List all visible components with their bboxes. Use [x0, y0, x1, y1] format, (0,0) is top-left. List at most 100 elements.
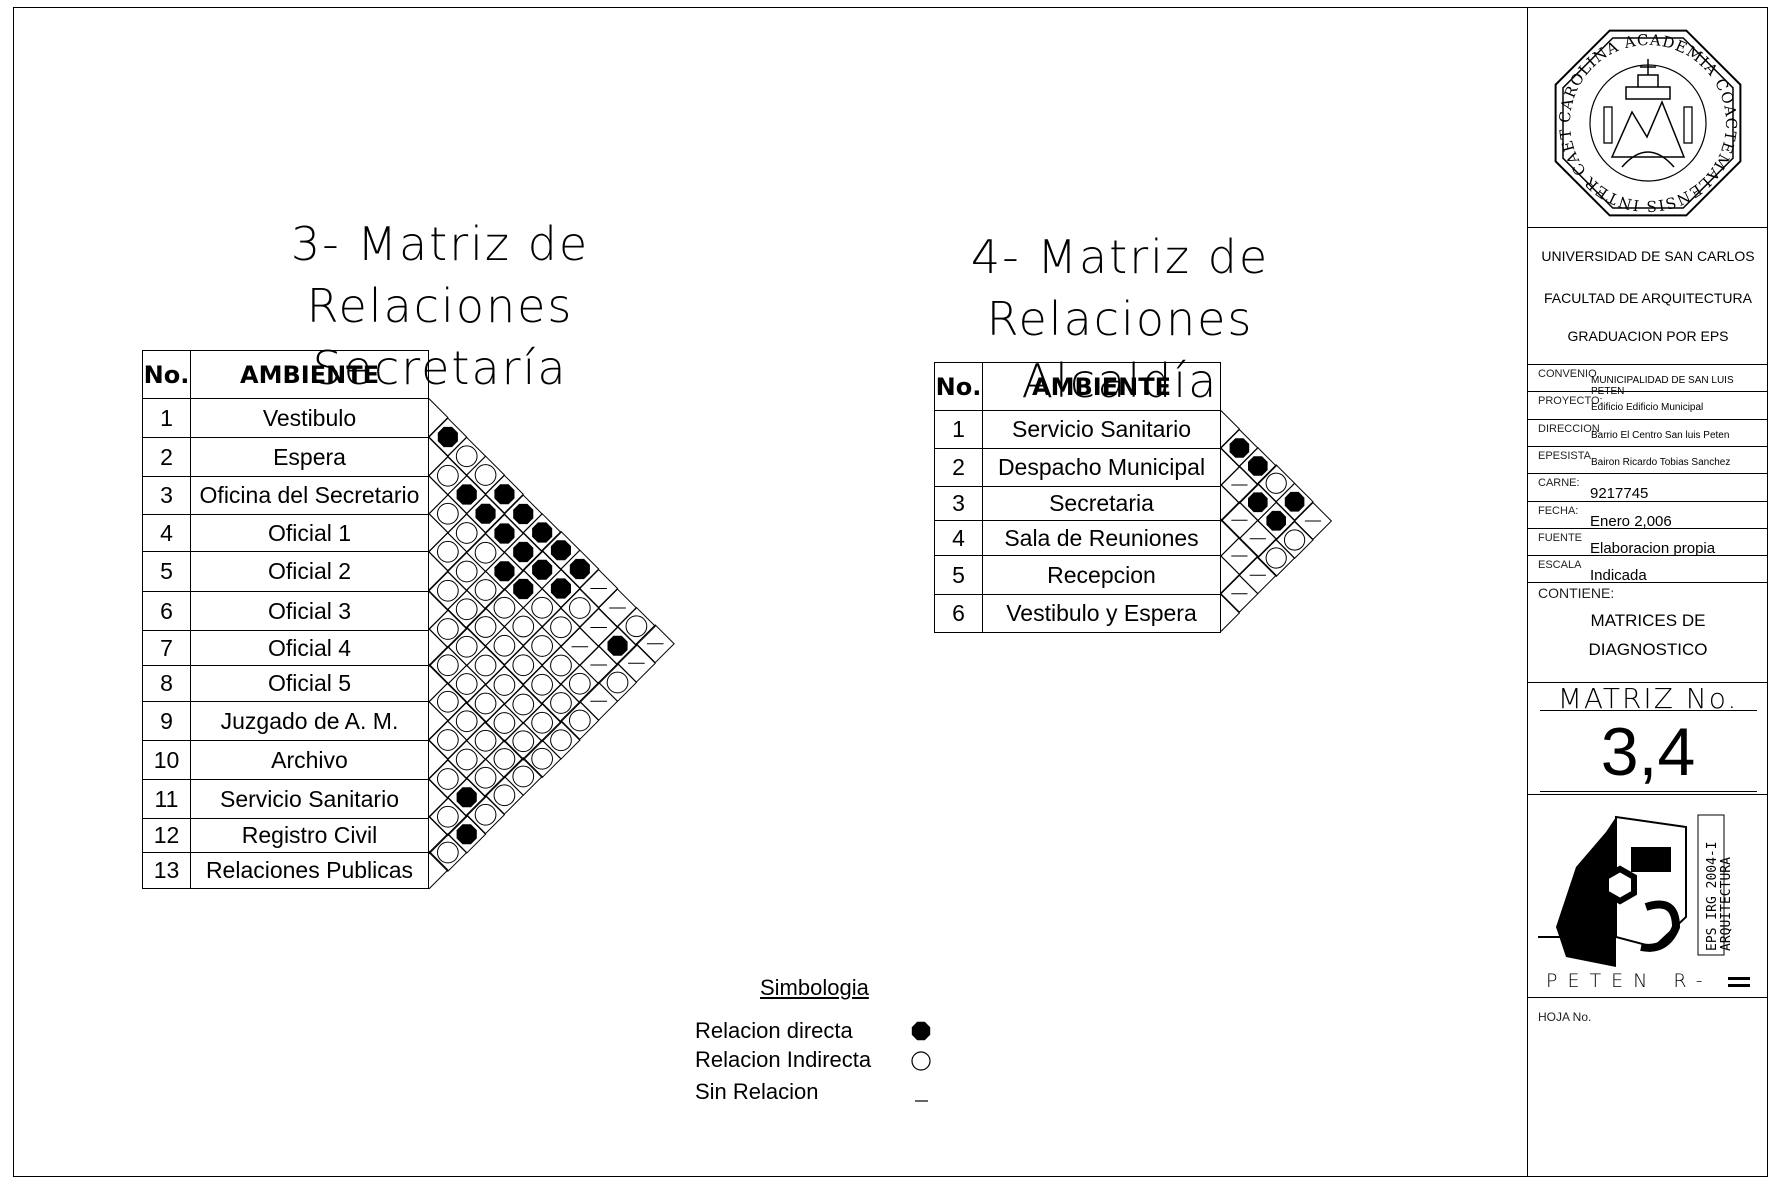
indirect-relation-symbol: [474, 766, 497, 789]
direct-relation-symbol: [1284, 491, 1305, 512]
indirect-relation-symbol: [455, 445, 478, 468]
indirect-relation-symbol: [531, 596, 553, 619]
field-label: FUENTE: [1538, 531, 1582, 544]
direct-relation-symbol: [1248, 492, 1268, 513]
grid-edge: [428, 701, 449, 740]
indirect-relation-symbol: [436, 502, 459, 525]
indirect-relation-symbol: [474, 464, 497, 486]
row-number: 2: [934, 448, 983, 487]
row-number: 9: [142, 701, 191, 741]
indirect-relation-symbol: [493, 596, 516, 619]
grid-edge: [428, 779, 449, 818]
indirect-relation-symbol: [1283, 529, 1306, 551]
row-number: 8: [142, 665, 191, 702]
grid-edge: [428, 815, 449, 855]
logo-caption: PETEN R-: [1546, 970, 1713, 992]
row-ambiente: Oficial 4: [190, 630, 429, 666]
grid-edge: [1220, 410, 1241, 448]
direct-relation-symbol: [513, 578, 534, 600]
indirect-relation-symbol: [474, 692, 497, 715]
field-value: Elaboracion propia: [1590, 539, 1716, 557]
indirect-relation-symbol: [474, 616, 497, 638]
row-number: 1: [934, 410, 983, 449]
field-value: Indicada: [1590, 567, 1647, 585]
direct-relation-symbol: [532, 559, 553, 580]
indirect-relation-symbol: [455, 522, 478, 544]
direct-relation-symbol: [532, 522, 553, 543]
row-number: 4: [934, 520, 983, 556]
logo-side-text-1: EPS IRG 2004-I: [1705, 841, 1720, 951]
matrix3-title-line1: 3- Matriz de Relaciones: [290, 217, 590, 333]
indirect-relation-symbol: [531, 673, 553, 696]
matrix4-title-line1: 4- Matriz de Relaciones: [970, 230, 1270, 346]
row-ambiente: Espera: [190, 437, 429, 477]
direct-relation-symbol: [1229, 438, 1250, 458]
contains-label: CONTIENE:: [1538, 585, 1615, 601]
grid-edge: [1220, 594, 1241, 632]
indirect-relation-symbol: [1265, 472, 1287, 494]
indirect-relation-symbol: [531, 635, 553, 657]
field-value: Enero 2,006: [1590, 512, 1672, 530]
matrix-number-label: MATRIZ No.: [1557, 682, 1739, 715]
indirect-relation-symbol: [455, 560, 478, 583]
indirect-relation-symbol: [455, 635, 478, 658]
indirect-relation-symbol: [550, 616, 572, 639]
row-number: 13: [142, 852, 191, 889]
row-ambiente: Archivo: [190, 740, 429, 780]
matrix4-header-row: No. AMBIENTE: [934, 362, 1221, 411]
indirect-relation-symbol: [493, 748, 516, 770]
direct-relation-symbol: [1248, 456, 1268, 476]
direct-relation-symbol: [437, 426, 458, 448]
indirect-relation-symbol: [436, 654, 459, 677]
legend-label-direct: Relacion directa: [695, 1018, 853, 1043]
indirect-relation-symbol: [512, 765, 535, 788]
eps-logo: EPS IRG 2004-I ARQUITECTURA: [1538, 814, 1734, 967]
row-number: 5: [142, 551, 191, 592]
direct-relation-symbol: [1266, 510, 1286, 531]
indirect-relation-symbol: [625, 615, 648, 638]
indirect-relation-symbol: [550, 654, 572, 677]
indirect-relation-symbol: [1265, 547, 1287, 569]
indirect-relation-symbol: [436, 805, 459, 828]
grid-edge: [428, 591, 449, 630]
indirect-relation-symbol: [512, 615, 535, 638]
indirect-relation-symbol: [436, 841, 459, 864]
indirect-relation-symbol: [455, 598, 478, 621]
sheet-number-label: HOJA No.: [1538, 1010, 1592, 1024]
grid-edge: [428, 437, 449, 476]
grid-cell: [1257, 538, 1296, 578]
direct-relation-symbol: [456, 787, 477, 808]
row-ambiente: Oficial 1: [190, 514, 429, 552]
indirect-relation-symbol: [512, 693, 535, 716]
university-seal: CAROLINA ACADEMIA COACTEMALENSIS INTER C…: [1542, 17, 1742, 217]
field-label: EPESISTA: [1538, 449, 1591, 462]
field-value: 9217745: [1590, 485, 1649, 503]
direct-relation-symbol: [607, 635, 628, 656]
direct-relation-symbol: [550, 578, 571, 599]
grid-cell: [522, 739, 562, 779]
row-number: 1: [142, 398, 191, 438]
grid-edge: [1220, 484, 1241, 522]
direct-relation-symbol: [456, 484, 477, 505]
row-ambiente: Vestibulo y Espera: [982, 594, 1221, 633]
logo-side-text-2: ARQUITECTURA: [1719, 857, 1734, 951]
matrix3-header-row: No. AMBIENTE: [142, 350, 429, 399]
field-label: DIRECCION: [1538, 422, 1600, 435]
drawing-frame: [13, 7, 1768, 1177]
row-ambiente: Servicio Sanitario: [982, 410, 1221, 449]
indirect-relation-symbol: [531, 747, 553, 770]
row-ambiente: Oficial 3: [190, 591, 429, 631]
legend-symbols: [911, 1021, 931, 1102]
university-name: UNIVERSIDAD DE SAN CARLOS: [1541, 248, 1755, 264]
indirect-relation-symbol: [568, 709, 591, 732]
matrix3-col-ambiente: AMBIENTE: [190, 350, 429, 399]
